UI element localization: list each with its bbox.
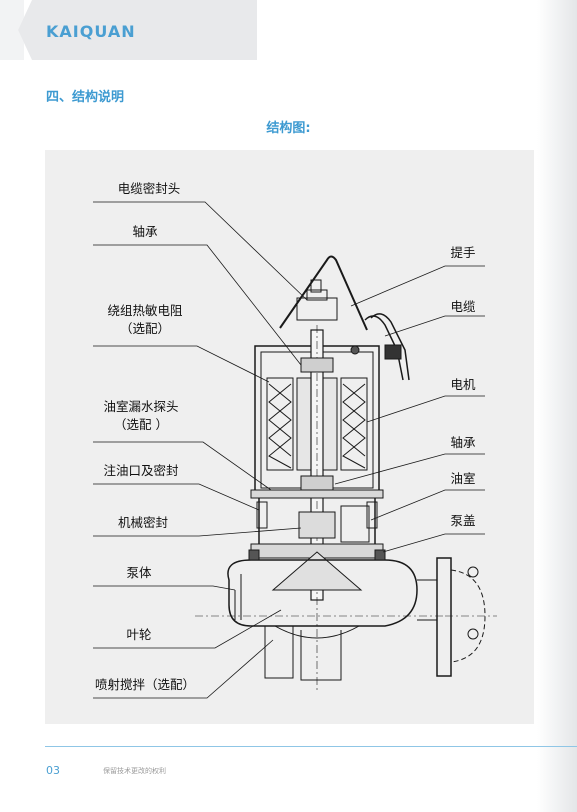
structure-diagram: 电缆密封头 轴承 绕组热敏电阻 （选配） 油室漏水探头 （选配 ） 注油口及密封… — [45, 150, 534, 724]
header-band — [0, 0, 257, 60]
impeller-drawing — [271, 551, 363, 591]
leader-mech-seal — [93, 527, 302, 537]
label-oil-filler: 注油口及密封 — [103, 463, 178, 478]
section-title: 四、结构说明 — [46, 90, 125, 105]
diagram-caption: 结构图: — [266, 121, 311, 136]
label-pump-cover: 泵盖 — [450, 513, 475, 528]
leader-pump-cover — [382, 533, 485, 553]
label-thermistor-optional: （选配） — [120, 321, 170, 336]
pump-body-drawing — [227, 559, 418, 627]
leader-impeller — [93, 609, 282, 649]
label-impeller: 叶轮 — [126, 627, 151, 642]
leader-cable-seal — [93, 201, 308, 301]
label-leak-probe-optional: （选配 ） — [114, 417, 168, 432]
leader-thermistor — [93, 345, 270, 383]
leader-cable — [384, 315, 485, 337]
leader-motor — [366, 395, 485, 423]
discharge-drawing — [417, 579, 438, 621]
leader-oil-filler — [93, 483, 260, 511]
page-number: 03 — [46, 764, 60, 777]
discharge-flange-drawing — [436, 557, 452, 677]
upper-bearing-drawing — [300, 357, 334, 373]
label-bearing-upper: 轴承 — [132, 224, 158, 239]
stator-drawing — [266, 377, 368, 471]
leader-bearing-upper — [93, 244, 302, 366]
leader-handle — [350, 265, 485, 307]
label-jet-mixing: 喷射搅拌（选配） — [95, 677, 195, 692]
rights-notice: 保留技术更改的权利 — [103, 767, 166, 775]
cable-seal-drawing — [296, 297, 338, 321]
leader-jet-mixing — [93, 639, 274, 699]
label-cable: 电缆 — [450, 299, 476, 314]
page-edge-shade — [537, 0, 577, 812]
footer-divider — [45, 746, 577, 747]
brand-logo: KAIQUAN — [46, 22, 136, 41]
label-mech-seal: 机械密封 — [118, 515, 168, 530]
label-thermistor: 绕组热敏电阻 — [107, 303, 183, 318]
lower-bearing-drawing — [300, 475, 334, 491]
leader-pump-body — [93, 585, 236, 591]
label-motor: 电机 — [450, 377, 476, 392]
label-handle: 提手 — [450, 245, 475, 260]
label-pump-body: 泵体 — [126, 565, 152, 580]
label-bearing-lower: 轴承 — [450, 435, 476, 450]
leader-oil-chamber — [370, 489, 485, 521]
leader-bearing-lower — [334, 453, 485, 485]
pump-cross-section: 电缆密封头 轴承 绕组热敏电阻 （选配） 油室漏水探头 （选配 ） 注油口及密封… — [93, 181, 497, 699]
cable-drawing — [364, 315, 404, 381]
mechanical-seal-drawing — [298, 511, 336, 539]
leader-leak-probe — [93, 441, 272, 491]
label-leak-probe: 油室漏水探头 — [103, 399, 178, 414]
label-oil-chamber: 油室 — [450, 471, 475, 486]
label-cable-seal: 电缆密封头 — [118, 181, 181, 196]
handle-drawing — [279, 255, 368, 331]
